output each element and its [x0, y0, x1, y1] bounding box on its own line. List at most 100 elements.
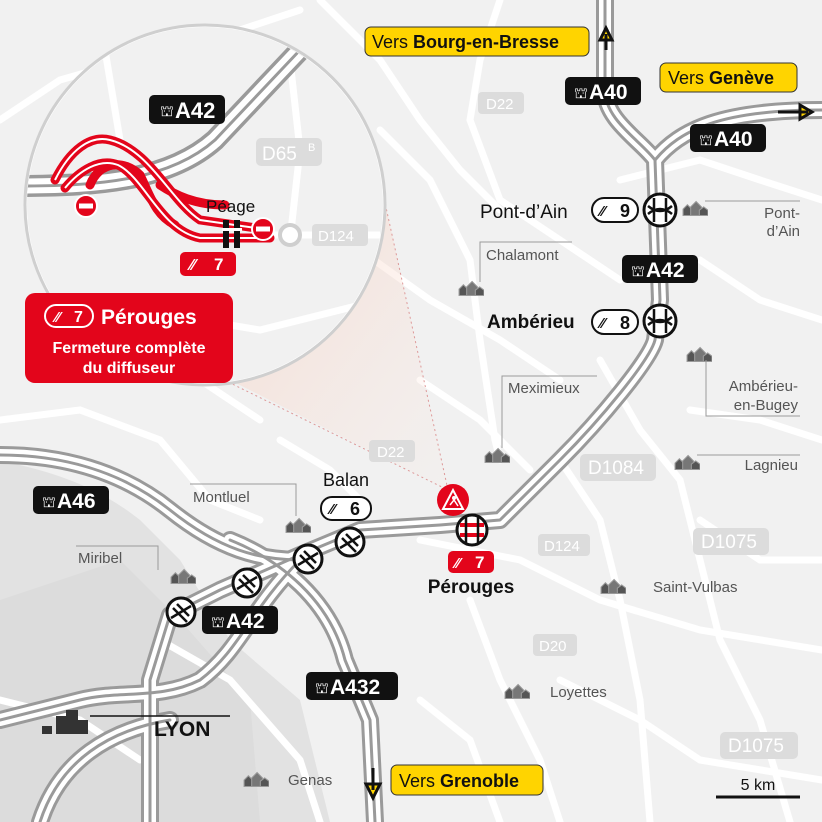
svg-text:D22: D22	[377, 444, 405, 461]
road-label-d1084: D1084	[580, 454, 656, 481]
svg-text:⁄⁄: ⁄⁄	[187, 257, 199, 274]
svg-text:⛫: ⛫	[42, 494, 56, 511]
svg-text:A40: A40	[714, 128, 753, 151]
scale-bar: 5 km	[716, 777, 800, 799]
callout-line1: Fermeture complète	[53, 340, 206, 357]
direction-sign-grenoble: Vers Grenoble	[363, 764, 544, 802]
highway-shield-a40-top: ⛫A40	[565, 77, 641, 105]
svg-text:⛫: ⛫	[211, 614, 225, 631]
interchange-icon-miribel-2	[165, 596, 197, 628]
no-entry-icon-right	[251, 217, 275, 241]
svg-text:5 km: 5 km	[741, 777, 776, 794]
road-label-d124-inset: D124	[312, 224, 368, 246]
highway-shield-a46: ⛫A46	[33, 486, 109, 514]
svg-text:⁄⁄: ⁄⁄	[52, 309, 64, 326]
interchange-icon-amberieu	[642, 303, 678, 339]
peage-label: Péage	[206, 197, 255, 216]
road-label-d22-top: D22	[478, 92, 524, 114]
svg-text:D124: D124	[318, 228, 354, 245]
svg-text:⛫: ⛫	[315, 680, 329, 697]
svg-text:⁄⁄: ⁄⁄	[597, 315, 609, 332]
svg-text:7: 7	[214, 255, 223, 274]
svg-text:en-Bugey: en-Bugey	[734, 397, 799, 414]
town-lagnieu: Lagnieu	[674, 454, 800, 474]
svg-text:D1075: D1075	[701, 532, 757, 553]
town-pont-dain: Pont-d’Ain	[682, 200, 800, 240]
zoom-cone	[220, 180, 448, 490]
road-label-d20: D20	[533, 634, 577, 656]
svg-text:A42: A42	[175, 98, 215, 123]
town-chalamont: Chalamont	[458, 241, 572, 296]
town-genas: Genas	[243, 771, 332, 789]
exit-badge-8: ⁄⁄ 8	[591, 309, 639, 335]
svg-text:9: 9	[620, 201, 630, 221]
road-labels: D22 D22 D1084 D1075 D124 D20 D1075	[369, 92, 798, 759]
road-label-d124: D124	[538, 534, 590, 556]
interchange-icon-balan-2	[292, 543, 324, 575]
svg-text:Meximieux: Meximieux	[508, 380, 580, 397]
direction-signs: Vers Bourg-en-Bresse Vers Genève Vers Gr…	[363, 24, 815, 802]
no-entry-icon-left	[74, 194, 98, 218]
svg-text:8: 8	[620, 313, 630, 333]
svg-text:B: B	[308, 142, 315, 154]
svg-text:⛫: ⛫	[574, 85, 588, 102]
svg-text:D124: D124	[544, 538, 580, 555]
highway-shields: ⛫A40 ⛫A40 ⛫A42 ⛫A46 ⛫A42 ⛫A432	[33, 77, 766, 700]
zoom-cone-edge	[219, 179, 449, 491]
svg-text:⁄⁄: ⁄⁄	[597, 203, 609, 220]
svg-text:⛫: ⛫	[631, 263, 645, 280]
svg-text:⛫: ⛫	[160, 103, 174, 120]
svg-text:7: 7	[475, 553, 484, 572]
town-meximieux: Meximieux	[484, 375, 597, 463]
exit-labels: Pont-d’Ain ⁄⁄9 Ambérieu ⁄⁄8 Balan ⁄⁄6 ⁄⁄…	[320, 197, 639, 598]
highway-shield-a432: ⛫A432	[306, 672, 398, 700]
svg-text:D65: D65	[262, 144, 297, 165]
exit-label-pont-dain: Pont-d’Ain	[480, 202, 568, 223]
interchange-icon-balan-1	[334, 526, 366, 558]
interchange-icon-pont-dain	[642, 192, 678, 228]
town-saint-vulbas: Saint-Vulbas	[600, 578, 738, 596]
road-label-d1075-b: D1075	[720, 732, 798, 759]
town-loyettes: Loyettes	[504, 683, 607, 701]
svg-text:⛫: ⛫	[699, 132, 713, 149]
svg-text:D22: D22	[486, 96, 514, 113]
svg-text:D20: D20	[539, 638, 567, 655]
exit-badge-inset: ⁄⁄ 7	[180, 252, 236, 276]
svg-text:A432: A432	[330, 676, 380, 699]
svg-text:LYON: LYON	[154, 718, 210, 741]
svg-text:Loyettes: Loyettes	[550, 684, 607, 701]
svg-text:D1084: D1084	[588, 458, 644, 479]
svg-text:Vers Genève: Vers Genève	[668, 68, 774, 88]
towns: Pont-d’Ain Chalamont Meximieux Ambérieu-…	[42, 200, 800, 789]
svg-text:Montluel: Montluel	[193, 489, 250, 506]
svg-text:7: 7	[74, 309, 83, 326]
svg-text:Pont-: Pont-	[764, 205, 800, 222]
direction-sign-bourg: Vers Bourg-en-Bresse	[364, 24, 615, 57]
exit-label-balan: Balan	[323, 470, 369, 490]
svg-text:Chalamont: Chalamont	[486, 247, 559, 264]
roadworks-icon	[437, 484, 469, 516]
exit-badge-7: ⁄⁄7	[448, 551, 494, 573]
direction-sign-geneve: Vers Genève	[659, 62, 815, 122]
exit-badge-9: ⁄⁄ 9	[591, 197, 639, 223]
road-label-d65b: D65 B	[256, 138, 322, 166]
closure-callout: ⁄⁄ 7 Pérouges Fermeture complète du diff…	[25, 293, 233, 383]
closed-interchange-icon-perouges	[455, 513, 489, 547]
town-amberieu-bugey: Ambérieu-en-Bugey	[686, 346, 800, 417]
highway-shield-a42-inset: ⛫ A42	[149, 95, 225, 124]
highway-shield-a42-mid: ⛫A42	[622, 255, 698, 283]
toll-barrier-icon	[222, 220, 242, 248]
interchanges	[165, 192, 678, 628]
callout-title: Pérouges	[101, 306, 197, 329]
road-label-d1075-a: D1075	[693, 528, 769, 555]
svg-text:Genas: Genas	[288, 772, 332, 789]
callout-line2: du diffuseur	[83, 360, 175, 377]
svg-text:Vers Grenoble: Vers Grenoble	[399, 771, 519, 791]
svg-text:A40: A40	[589, 81, 628, 104]
interchange-icon-miribel-1	[231, 567, 263, 599]
exit-badge-6: ⁄⁄6	[320, 496, 372, 521]
town-miribel: Miribel	[76, 545, 196, 584]
town-montluel: Montluel	[190, 483, 311, 533]
svg-text:A42: A42	[646, 259, 685, 282]
